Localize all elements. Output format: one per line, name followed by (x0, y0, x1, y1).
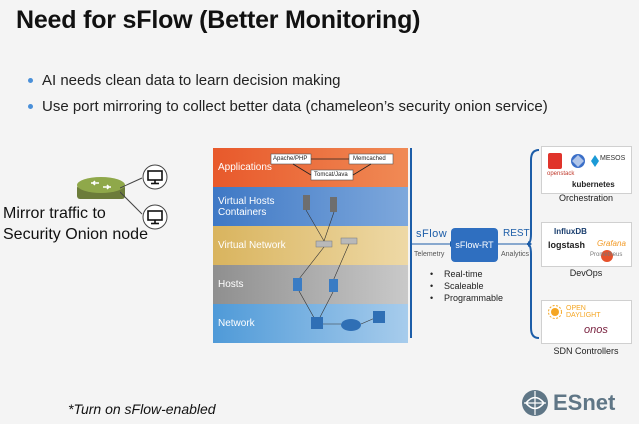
layer-label: Virtual Hosts Containers (218, 195, 275, 218)
bracket-icon (527, 149, 540, 339)
network-switch-icon (77, 177, 125, 199)
sdn-panel: OPEN DAYLIGHT onos (541, 300, 632, 344)
orchestration-logos (548, 153, 599, 169)
mirror-traffic-text: Mirror traffic to Security Onion node (3, 203, 148, 245)
logo-text: DAYLIGHT (566, 312, 601, 319)
logo-text: MESOS (600, 155, 626, 162)
esnet-globe-icon (522, 390, 548, 416)
logo-text: InfluxDB (554, 227, 587, 236)
layer-stack: Applications Virtual Hosts Containers Vi… (213, 148, 408, 343)
monitor-icon (142, 164, 168, 190)
divider-line (410, 148, 412, 338)
layer-hosts: Hosts (213, 265, 408, 304)
panel-caption: SDN Controllers (553, 346, 619, 356)
rest-label: REST (503, 228, 530, 239)
slide-title: Need for sFlow (Better Monitoring) (16, 6, 421, 34)
logo-text: kubernetes (572, 180, 615, 189)
logo-text: Prometheus (590, 252, 623, 258)
monitor-icon (142, 204, 168, 230)
esnet-logo-text: ESnet (553, 390, 616, 415)
feature-item: Real-time (428, 268, 503, 280)
app-box-label: Tomcat/Java (314, 172, 348, 178)
orchestration-panel: openstack MESOS kubernetes (541, 146, 632, 194)
topology-overlay (270, 153, 394, 331)
layer-label: Applications (218, 162, 272, 173)
feature-item: Programmable (428, 292, 503, 304)
feature-list: Real-time Scaleable Programmable (428, 268, 503, 304)
analytics-label: Analytics (501, 251, 530, 258)
mirror-text-line: Mirror traffic to (3, 205, 106, 222)
layer-label: Hosts (218, 279, 244, 290)
panel-caption: DevOps (569, 268, 603, 278)
app-box-label: Memcached (353, 156, 386, 162)
logo-text: Grafana (597, 239, 626, 248)
sflow-label: sFlow (416, 228, 448, 240)
connection-lines (120, 177, 143, 215)
app-box-label: Apache/PHP (273, 156, 308, 162)
bullet-item: Use port mirroring to collect better dat… (28, 96, 548, 122)
devops-panel: InfluxDB logstash Grafana Prometheus (541, 222, 632, 267)
feature-item: Scaleable (428, 280, 503, 292)
mirror-text-line: Security Onion node (3, 226, 148, 243)
layer-label: Network (218, 318, 255, 329)
logo-text: logstash (548, 240, 586, 250)
logo-text: openstack (547, 171, 575, 177)
layer-label: Virtual Network (218, 240, 286, 251)
bullet-list: AI needs clean data to learn decision ma… (28, 70, 548, 122)
prometheus-icon (601, 250, 613, 262)
logo-text: OPEN (566, 305, 586, 312)
telemetry-label: Telemetry (414, 251, 445, 258)
layer-virtual-network: Virtual Network (213, 226, 408, 265)
footnote: *Turn on sFlow-enabled (68, 401, 216, 417)
bullet-item: AI needs clean data to learn decision ma… (28, 70, 548, 96)
layer-network: Network (213, 304, 408, 343)
logo-text: onos (584, 324, 608, 336)
panel-caption: Orchestration (558, 193, 614, 203)
opendaylight-icon (548, 305, 562, 319)
sflow-rt-box: sFlow-RT (451, 228, 498, 262)
layer-virtual-hosts: Virtual Hosts Containers (213, 187, 408, 226)
